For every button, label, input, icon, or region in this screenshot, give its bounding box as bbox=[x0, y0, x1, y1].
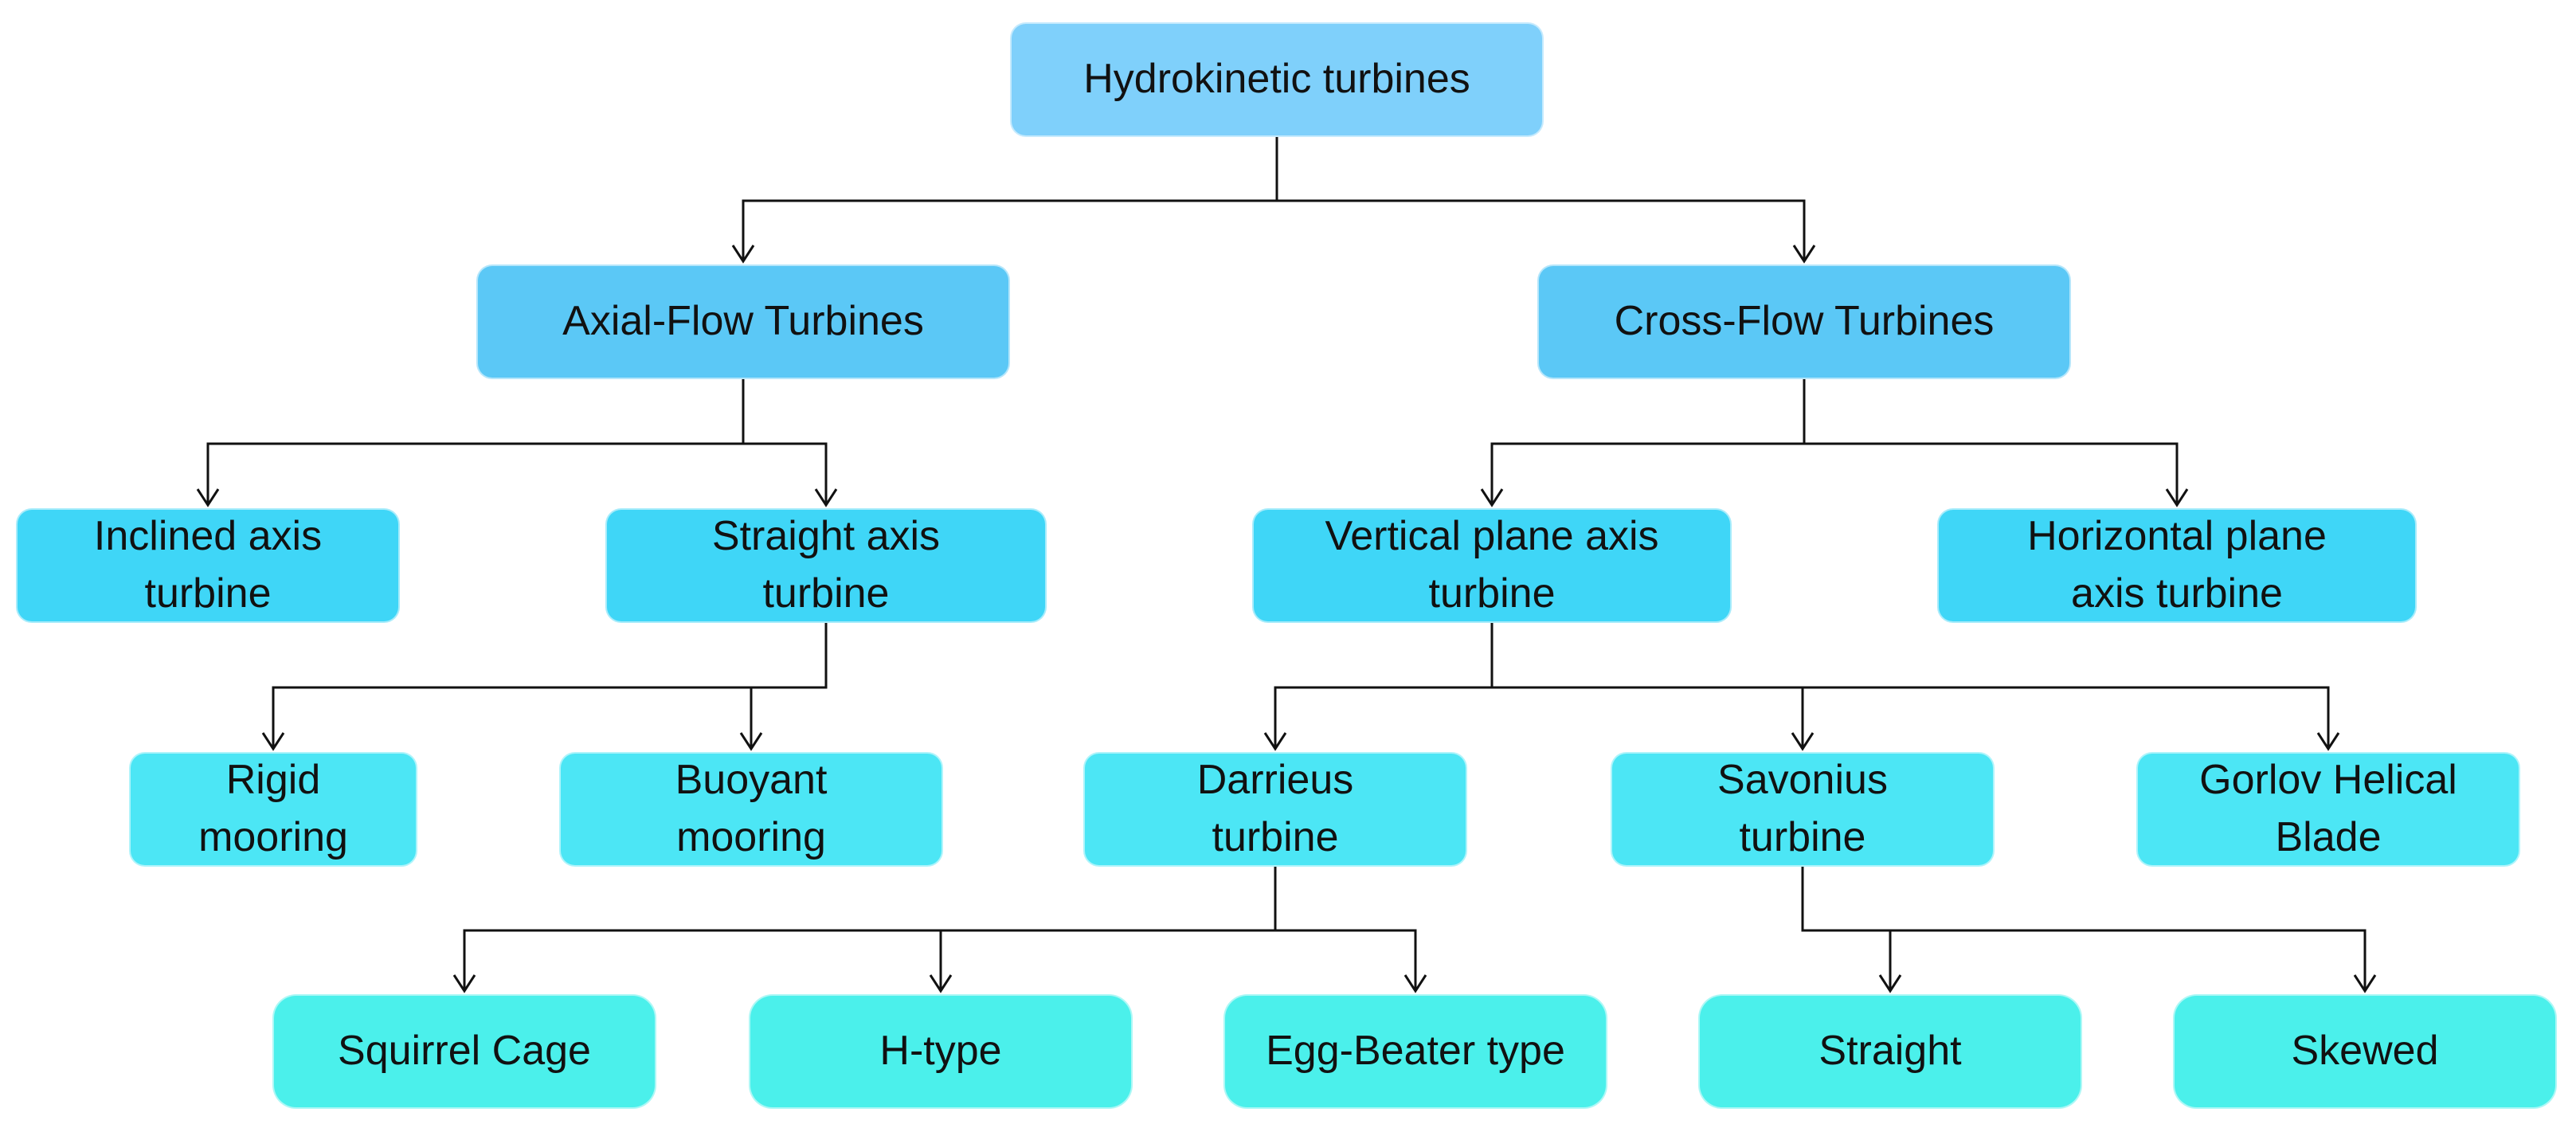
arrowhead-icon bbox=[739, 732, 763, 751]
arrowhead-icon bbox=[1403, 974, 1427, 993]
node-label-line: Egg-Beater type bbox=[1266, 1028, 1565, 1075]
node-axial-flow-turbines: Axial-Flow Turbines bbox=[476, 264, 1010, 379]
node-label-line: Savonius bbox=[1717, 757, 1888, 804]
node-label-line: Rigid bbox=[225, 757, 321, 804]
node-label-line: mooring bbox=[198, 814, 348, 860]
node-savonius-turbine: Savonius turbine bbox=[1611, 752, 1995, 867]
node-cross-flow-turbines: Cross-Flow Turbines bbox=[1537, 264, 2071, 379]
arrowhead-icon bbox=[2316, 732, 2340, 751]
arrowhead-icon bbox=[1263, 732, 1287, 751]
node-skewed: Skewed bbox=[2173, 994, 2557, 1109]
node-label-line: Gorlov Helical bbox=[2199, 757, 2457, 804]
node-vertical-plane-axis-turbine: Vertical plane axis turbine bbox=[1252, 508, 1732, 623]
arrowhead-icon bbox=[929, 974, 953, 993]
node-gorlov-helical-blade: Gorlov Helical Blade bbox=[2136, 752, 2520, 867]
node-label-line: turbine bbox=[144, 570, 272, 617]
arrowhead-icon bbox=[814, 488, 838, 507]
connector-line bbox=[1801, 867, 1892, 991]
node-label-line: Darrieus bbox=[1196, 757, 1354, 804]
node-straight: Straight bbox=[1698, 994, 2082, 1109]
connector-line bbox=[742, 137, 1278, 261]
connector-line bbox=[206, 379, 745, 505]
connector-line bbox=[939, 867, 1277, 991]
node-egg-beater-type: Egg-Beater type bbox=[1223, 994, 1607, 1109]
arrowhead-icon bbox=[1878, 974, 1902, 993]
arrowhead-icon bbox=[1480, 488, 1504, 507]
node-label-line: turbine bbox=[1739, 814, 1866, 860]
connector-line bbox=[1490, 623, 2330, 749]
node-label-line: axis turbine bbox=[2071, 570, 2283, 617]
node-h-type: H-type bbox=[749, 994, 1133, 1109]
node-darrieus-turbine: Darrieus turbine bbox=[1083, 752, 1467, 867]
node-label-line: Blade bbox=[2275, 814, 2382, 860]
node-label-line: Inclined axis bbox=[93, 513, 323, 560]
arrowhead-icon bbox=[1792, 245, 1816, 264]
node-hydrokinetic-turbines: Hydrokinetic turbines bbox=[1010, 22, 1544, 137]
arrowhead-icon bbox=[731, 245, 755, 264]
arrowhead-icon bbox=[2353, 974, 2377, 993]
node-inclined-axis-turbine: Inclined axis turbine bbox=[16, 508, 400, 623]
node-squirrel-cage: Squirrel Cage bbox=[272, 994, 656, 1109]
node-rigid-mooring: Rigid mooring bbox=[129, 752, 417, 867]
node-label-line: Buoyant bbox=[675, 757, 828, 804]
node-horizontal-plane-axis-turbine: Horizontal plane axis turbine bbox=[1937, 508, 2417, 623]
node-label-line: Vertical plane axis bbox=[1325, 513, 1659, 560]
node-label-line: turbine bbox=[762, 570, 890, 617]
connector-line bbox=[742, 379, 828, 505]
node-label-line: Skewed bbox=[2291, 1028, 2439, 1075]
arrowhead-icon bbox=[1791, 732, 1815, 751]
arrowhead-icon bbox=[261, 732, 285, 751]
node-label-line: Axial-Flow Turbines bbox=[562, 298, 924, 345]
node-label-line: Squirrel Cage bbox=[338, 1028, 591, 1075]
arrowhead-icon bbox=[196, 488, 220, 507]
node-label-line: mooring bbox=[676, 814, 826, 860]
node-label-line: turbine bbox=[1212, 814, 1339, 860]
node-label-line: Straight bbox=[1818, 1028, 1962, 1075]
connector-line bbox=[1490, 623, 1804, 749]
node-label-line: Horizontal plane bbox=[2027, 513, 2327, 560]
node-buoyant-mooring: Buoyant mooring bbox=[559, 752, 943, 867]
node-label-line: Hydrokinetic turbines bbox=[1083, 56, 1470, 103]
connector-line bbox=[1274, 623, 1494, 749]
node-label-line: turbine bbox=[1428, 570, 1556, 617]
connector-line bbox=[272, 623, 828, 749]
connector-line bbox=[1801, 867, 2367, 991]
connector-line bbox=[1274, 867, 1417, 991]
node-label-line: H-type bbox=[879, 1028, 1002, 1075]
connector-line bbox=[1803, 379, 2179, 505]
connector-line bbox=[1275, 137, 1806, 261]
arrowhead-icon bbox=[452, 974, 476, 993]
arrowhead-icon bbox=[2165, 488, 2189, 507]
connector-line bbox=[750, 623, 828, 749]
node-straight-axis-turbine: Straight axis turbine bbox=[605, 508, 1047, 623]
connector-line bbox=[463, 867, 1277, 991]
node-label-line: Cross-Flow Turbines bbox=[1614, 298, 1995, 345]
connector-line bbox=[1490, 379, 1806, 505]
node-label-line: Straight axis bbox=[711, 513, 941, 560]
